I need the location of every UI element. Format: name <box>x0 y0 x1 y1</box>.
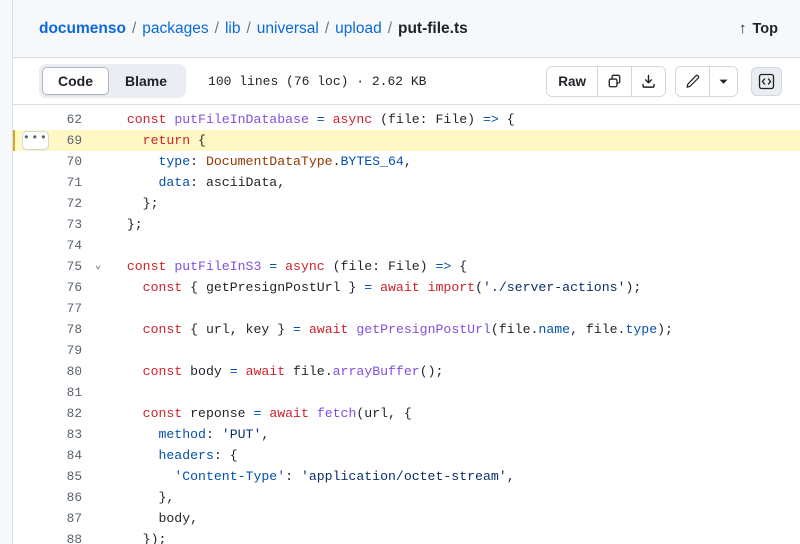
line-number[interactable]: 74 <box>66 238 82 253</box>
code-text: body, <box>111 511 199 526</box>
code-text: const { getPresignPostUrl } = await impo… <box>142 280 642 295</box>
code-symbols-icon <box>758 73 775 89</box>
code-text: 'Content-Type': 'application/octet-strea… <box>174 469 515 484</box>
file-meta: 100 lines (76 loc) · 2.62 KB <box>208 73 427 89</box>
breadcrumb-link-documenso[interactable]: documenso <box>39 19 126 37</box>
line-number[interactable]: 72 <box>66 196 82 211</box>
line-number[interactable]: 84 <box>66 448 82 463</box>
line-number[interactable]: 71 <box>66 175 82 190</box>
code-line: 86 }, <box>13 487 800 508</box>
line-number[interactable]: 78 <box>66 322 82 337</box>
expand-hidden-lines-button[interactable]: ••• <box>22 131 49 150</box>
code-line: 80 const body = await file.arrayBuffer()… <box>13 361 800 382</box>
breadcrumb-link-packages[interactable]: packages <box>142 19 209 37</box>
breadcrumb-link-upload[interactable]: upload <box>335 19 382 37</box>
code-text: }; <box>111 196 159 211</box>
breadcrumb-link-universal[interactable]: universal <box>256 19 319 37</box>
edit-pencil-icon <box>686 74 700 88</box>
code-line: 77 <box>13 298 800 319</box>
code-text: return { <box>142 133 206 148</box>
line-number[interactable]: 81 <box>66 385 82 400</box>
line-number[interactable]: 83 <box>66 427 82 442</box>
code-line: 69 ••• return { <box>13 130 800 151</box>
edit-button[interactable] <box>676 66 710 96</box>
chevron-down-icon <box>719 79 728 84</box>
line-number[interactable]: 69 <box>66 133 82 148</box>
file-panel: documenso / packages / lib / universal / upload /… <box>12 0 800 544</box>
code-line: 70 type: DocumentDataType.BYTES_64, <box>13 151 800 172</box>
file-toolbar: Code Blame 100 lines (76 loc) · 2.62 KB … <box>13 58 800 105</box>
top-link[interactable]: ↑ Top <box>739 21 778 37</box>
line-number[interactable]: 82 <box>66 406 82 421</box>
edit-group <box>675 65 738 97</box>
tab-code[interactable]: Code <box>42 67 109 95</box>
raw-copy-download-group: Raw <box>546 65 666 97</box>
tab-blame[interactable]: Blame <box>109 67 183 95</box>
code-text: }); <box>111 532 167 544</box>
copy-icon <box>608 74 621 87</box>
code-line: 72 }; <box>13 193 800 214</box>
code-text: }, <box>111 490 175 505</box>
breadcrumb: documenso / packages / lib / universal / upload /… <box>39 20 739 38</box>
code-line: 75⌄ const putFileInS3 = async (file: Fil… <box>13 256 800 277</box>
code-line: 87 body, <box>13 508 800 529</box>
code-line: 73 }; <box>13 214 800 235</box>
code-line: 88 }); <box>13 529 800 544</box>
breadcrumb-separator: / <box>131 19 137 37</box>
top-link-label: Top <box>752 20 779 37</box>
code-line: 81 <box>13 382 800 403</box>
code-text: const putFileInDatabase = async (file: F… <box>126 112 515 127</box>
raw-button[interactable]: Raw <box>547 66 598 96</box>
breadcrumb-separator: / <box>387 19 392 37</box>
breadcrumb-header: documenso / packages / lib / universal / upload /… <box>13 0 800 58</box>
code-text: method: 'PUT', <box>158 427 270 442</box>
code-content[interactable]: 62 const putFileInDatabase = async (file… <box>13 105 800 544</box>
code-text: type: DocumentDataType.BYTES_64, <box>158 154 412 169</box>
chevron-down-icon[interactable]: ⌄ <box>94 260 102 272</box>
code-line: 83 method: 'PUT', <box>13 424 800 445</box>
breadcrumb-separator: / <box>246 19 251 37</box>
code-text: const putFileInS3 = async (file: File) =… <box>126 259 468 274</box>
code-line: 71 data: asciiData, <box>13 172 800 193</box>
breadcrumb-separator: / <box>214 19 219 37</box>
line-number[interactable]: 88 <box>66 532 82 544</box>
line-number[interactable]: 73 <box>66 217 82 232</box>
breadcrumb-current-file: put-file.ts <box>398 19 468 37</box>
code-text: const reponse = await fetch(url, { <box>142 406 412 421</box>
line-number[interactable]: 86 <box>66 490 82 505</box>
line-number[interactable]: 70 <box>66 154 82 169</box>
line-number[interactable]: 79 <box>66 343 82 358</box>
code-line: 82 const reponse = await fetch(url, { <box>13 403 800 424</box>
code-text: }; <box>111 217 143 232</box>
code-text: headers: { <box>158 448 238 463</box>
download-icon <box>642 74 655 88</box>
code-text: const { url, key } = await getPresignPos… <box>142 322 673 337</box>
ellipsis-icon: ••• <box>22 131 49 145</box>
code-text: const body = await file.arrayBuffer(); <box>142 364 444 379</box>
line-number[interactable]: 76 <box>66 280 82 295</box>
line-number[interactable]: 87 <box>66 511 82 526</box>
code-text: data: asciiData, <box>158 175 286 190</box>
code-line: 84 headers: { <box>13 445 800 466</box>
code-line: 74 <box>13 235 800 256</box>
code-symbols-button[interactable] <box>751 66 782 96</box>
breadcrumb-separator: / <box>324 19 330 37</box>
code-line: 79 <box>13 340 800 361</box>
line-number[interactable]: 85 <box>66 469 82 484</box>
code-line: 85 'Content-Type': 'application/octet-st… <box>13 466 800 487</box>
arrow-up-icon: ↑ <box>739 20 747 37</box>
download-button[interactable] <box>632 66 665 96</box>
code-blame-switch: Code Blame <box>39 64 187 98</box>
copy-button[interactable] <box>598 66 632 96</box>
code-line: 76 const { getPresignPostUrl } = await i… <box>13 277 800 298</box>
line-number[interactable]: 77 <box>66 301 82 316</box>
line-number[interactable]: 62 <box>66 112 82 127</box>
code-line: 78 const { url, key } = await getPresign… <box>13 319 800 340</box>
breadcrumb-link-lib[interactable]: lib <box>224 19 241 37</box>
line-number[interactable]: 75⌄ <box>13 256 102 277</box>
line-number[interactable]: 80 <box>66 364 82 379</box>
edit-dropdown-button[interactable] <box>710 66 737 96</box>
code-line: 62 const putFileInDatabase = async (file… <box>13 109 800 130</box>
